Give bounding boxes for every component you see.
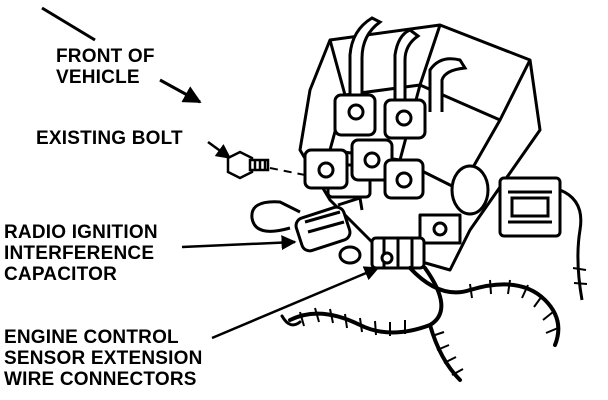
front-of-vehicle-label: FRONT OF VEHICLE [56,46,155,88]
sensor-connectors-label: ENGINE CONTROL SENSOR EXTENSION WIRE CON… [4,327,203,390]
callout-leader-lines [181,140,380,340]
existing-bolt [226,150,270,180]
harness-wrap-ticks [299,267,588,376]
existing-bolt-label: EXISTING BOLT [36,128,183,149]
side-connector [498,176,584,301]
wire-harness [280,266,561,382]
radio-capacitor-label: RADIO IGNITION INTERFERENCE CAPACITOR [4,222,158,285]
sensor-connectors [370,236,426,270]
radio-capacitor [250,196,364,265]
front-direction-arrow [41,6,202,104]
wire-terminals [303,16,468,200]
